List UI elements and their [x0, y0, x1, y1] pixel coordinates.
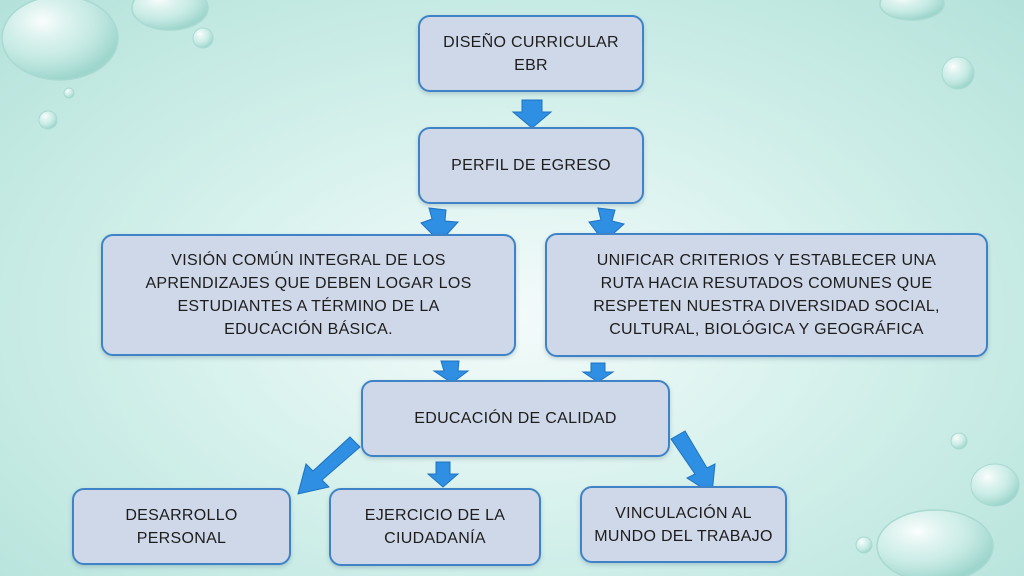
water-drop — [950, 432, 968, 450]
node-unificar-criterios: UNIFICAR CRITERIOS Y ESTABLECER UNA RUTA… — [545, 233, 988, 357]
node-desarrollo-personal-label: DESARROLLO PERSONAL — [125, 506, 238, 547]
node-ejercicio-ciudadania-label: EJERCICIO DE LA CIUDADANÍA — [364, 507, 506, 547]
water-drop — [131, 0, 209, 31]
water-drop — [855, 536, 873, 554]
node-diseno-curricular-label: DISEÑO CURRICULAR EBR — [443, 33, 619, 74]
node-perfil-egreso: PERFIL DE EGRESO — [418, 127, 644, 204]
node-unificar-criterios-label: UNIFICAR CRITERIOS Y ESTABLECER UNA RUTA… — [593, 252, 940, 338]
water-drop — [876, 509, 994, 576]
arrow-down-icon — [511, 99, 553, 129]
node-perfil-egreso-label: PERFIL DE EGRESO — [451, 157, 611, 174]
arrow-down-icon — [426, 461, 460, 488]
arrow-down-left-icon — [297, 436, 361, 495]
arrow-down-right-icon — [432, 360, 470, 384]
node-vision-comun: VISIÓN COMÚN INTEGRAL DE LOS APRENDIZAJE… — [101, 234, 516, 356]
water-drop — [879, 0, 945, 21]
arrow-down-left-icon — [420, 207, 460, 243]
node-desarrollo-personal: DESARROLLO PERSONAL — [72, 488, 291, 565]
node-vinculacion-trabajo-label: VINCULACIÓN AL MUNDO DEL TRABAJO — [594, 504, 773, 545]
node-educacion-calidad: EDUCACIÓN DE CALIDAD — [361, 380, 670, 457]
water-drop — [941, 56, 975, 90]
node-diseno-curricular: DISEÑO CURRICULAR EBR — [418, 15, 644, 92]
arrow-down-icon — [581, 362, 615, 383]
node-vision-comun-label: VISIÓN COMÚN INTEGRAL DE LOS APRENDIZAJE… — [145, 252, 472, 338]
node-educacion-calidad-label: EDUCACIÓN DE CALIDAD — [414, 410, 617, 427]
water-drop — [63, 87, 75, 99]
node-vinculacion-trabajo: VINCULACIÓN AL MUNDO DEL TRABAJO — [580, 486, 787, 563]
water-drop — [1, 0, 119, 81]
water-drop — [192, 27, 214, 49]
node-ejercicio-ciudadania: EJERCICIO DE LA CIUDADANÍA — [329, 488, 541, 566]
water-drop — [38, 110, 58, 130]
arrow-down-right-icon — [670, 430, 716, 495]
water-drop — [970, 463, 1020, 507]
